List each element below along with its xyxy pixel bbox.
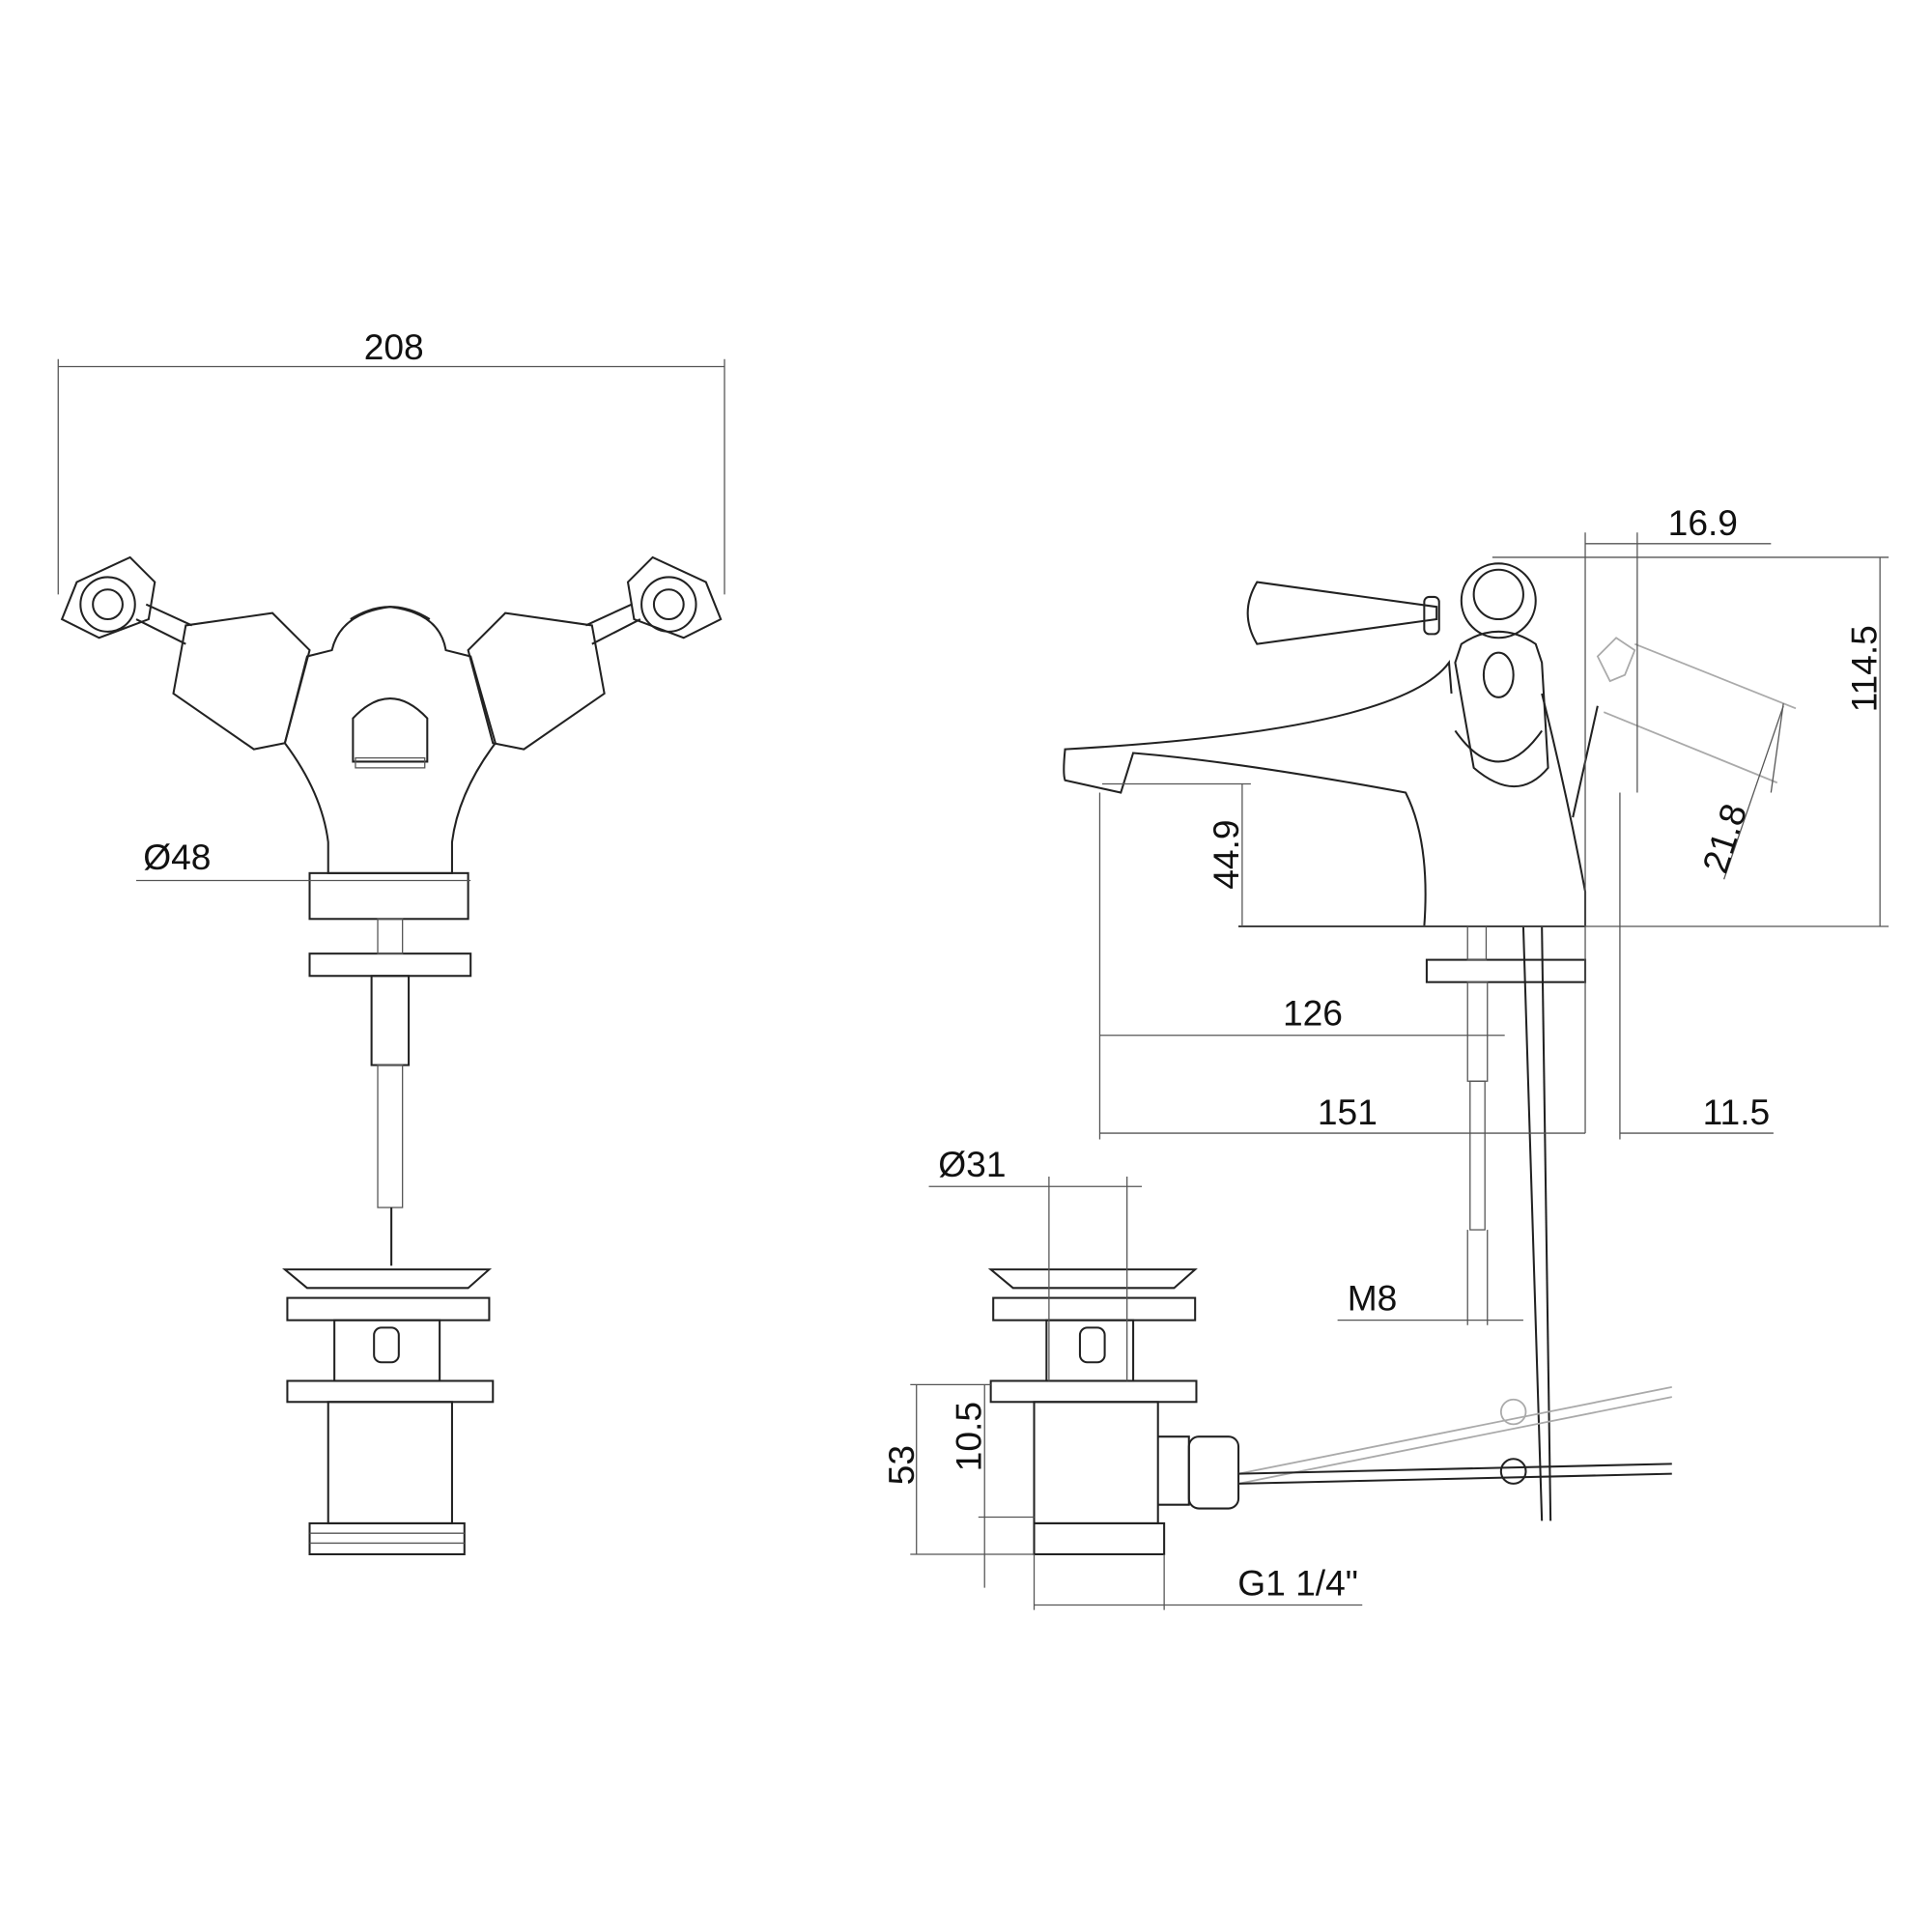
faucet-front: Ø48 bbox=[60, 555, 723, 1266]
dimension-21-8: 21.8 bbox=[1694, 705, 1784, 880]
dim-21-8-label: 21.8 bbox=[1694, 799, 1754, 878]
dim-10-5-label: 10.5 bbox=[948, 1402, 988, 1471]
dim-o48-label: Ø48 bbox=[143, 837, 211, 877]
waste-front bbox=[282, 1268, 495, 1555]
dimension-53: 53 bbox=[881, 1383, 1035, 1555]
dimension-m8: M8 bbox=[1337, 1230, 1523, 1325]
dimension-g1-1-4: G1 1/4" bbox=[1033, 1553, 1363, 1610]
dim-g1-1-4-label: G1 1/4" bbox=[1237, 1562, 1358, 1603]
faucet-side bbox=[1063, 562, 1797, 1521]
dimension-10-5: 10.5 bbox=[948, 1384, 1035, 1588]
dimension-11-5: 11.5 bbox=[1619, 792, 1774, 1140]
waste-side-view: Ø31 53 10.5 G1 1/4" bbox=[881, 1144, 1672, 1610]
dim-11-5-label: 11.5 bbox=[1703, 1092, 1771, 1132]
dimension-126: 126 bbox=[1098, 792, 1505, 1140]
dimension-16-9: 16.9 bbox=[1584, 502, 1772, 1134]
dim-53-label: 53 bbox=[881, 1445, 922, 1485]
dim-208-label: 208 bbox=[364, 327, 424, 367]
dimension-44-9: 44.9 bbox=[1102, 782, 1251, 926]
front-view: 208 Ø48 bbox=[57, 327, 725, 1555]
dim-o31-label: Ø31 bbox=[938, 1144, 1006, 1184]
dim-114-5-label: 114.5 bbox=[1843, 625, 1884, 712]
side-view: 16.9 114.5 44.9 21.8 126 151 bbox=[1063, 502, 1889, 1521]
dimension-114-5: 114.5 bbox=[1238, 556, 1889, 927]
dimension-width: 208 bbox=[57, 327, 725, 595]
dim-44-9-label: 44.9 bbox=[1206, 819, 1246, 889]
dimension-o31: Ø31 bbox=[928, 1144, 1143, 1381]
dimension-151: 151 bbox=[1099, 1092, 1586, 1134]
dim-151-label: 151 bbox=[1318, 1092, 1378, 1132]
dim-m8-label: M8 bbox=[1348, 1277, 1398, 1318]
dim-126-label: 126 bbox=[1283, 993, 1343, 1034]
dim-16-9-label: 16.9 bbox=[1668, 502, 1738, 543]
